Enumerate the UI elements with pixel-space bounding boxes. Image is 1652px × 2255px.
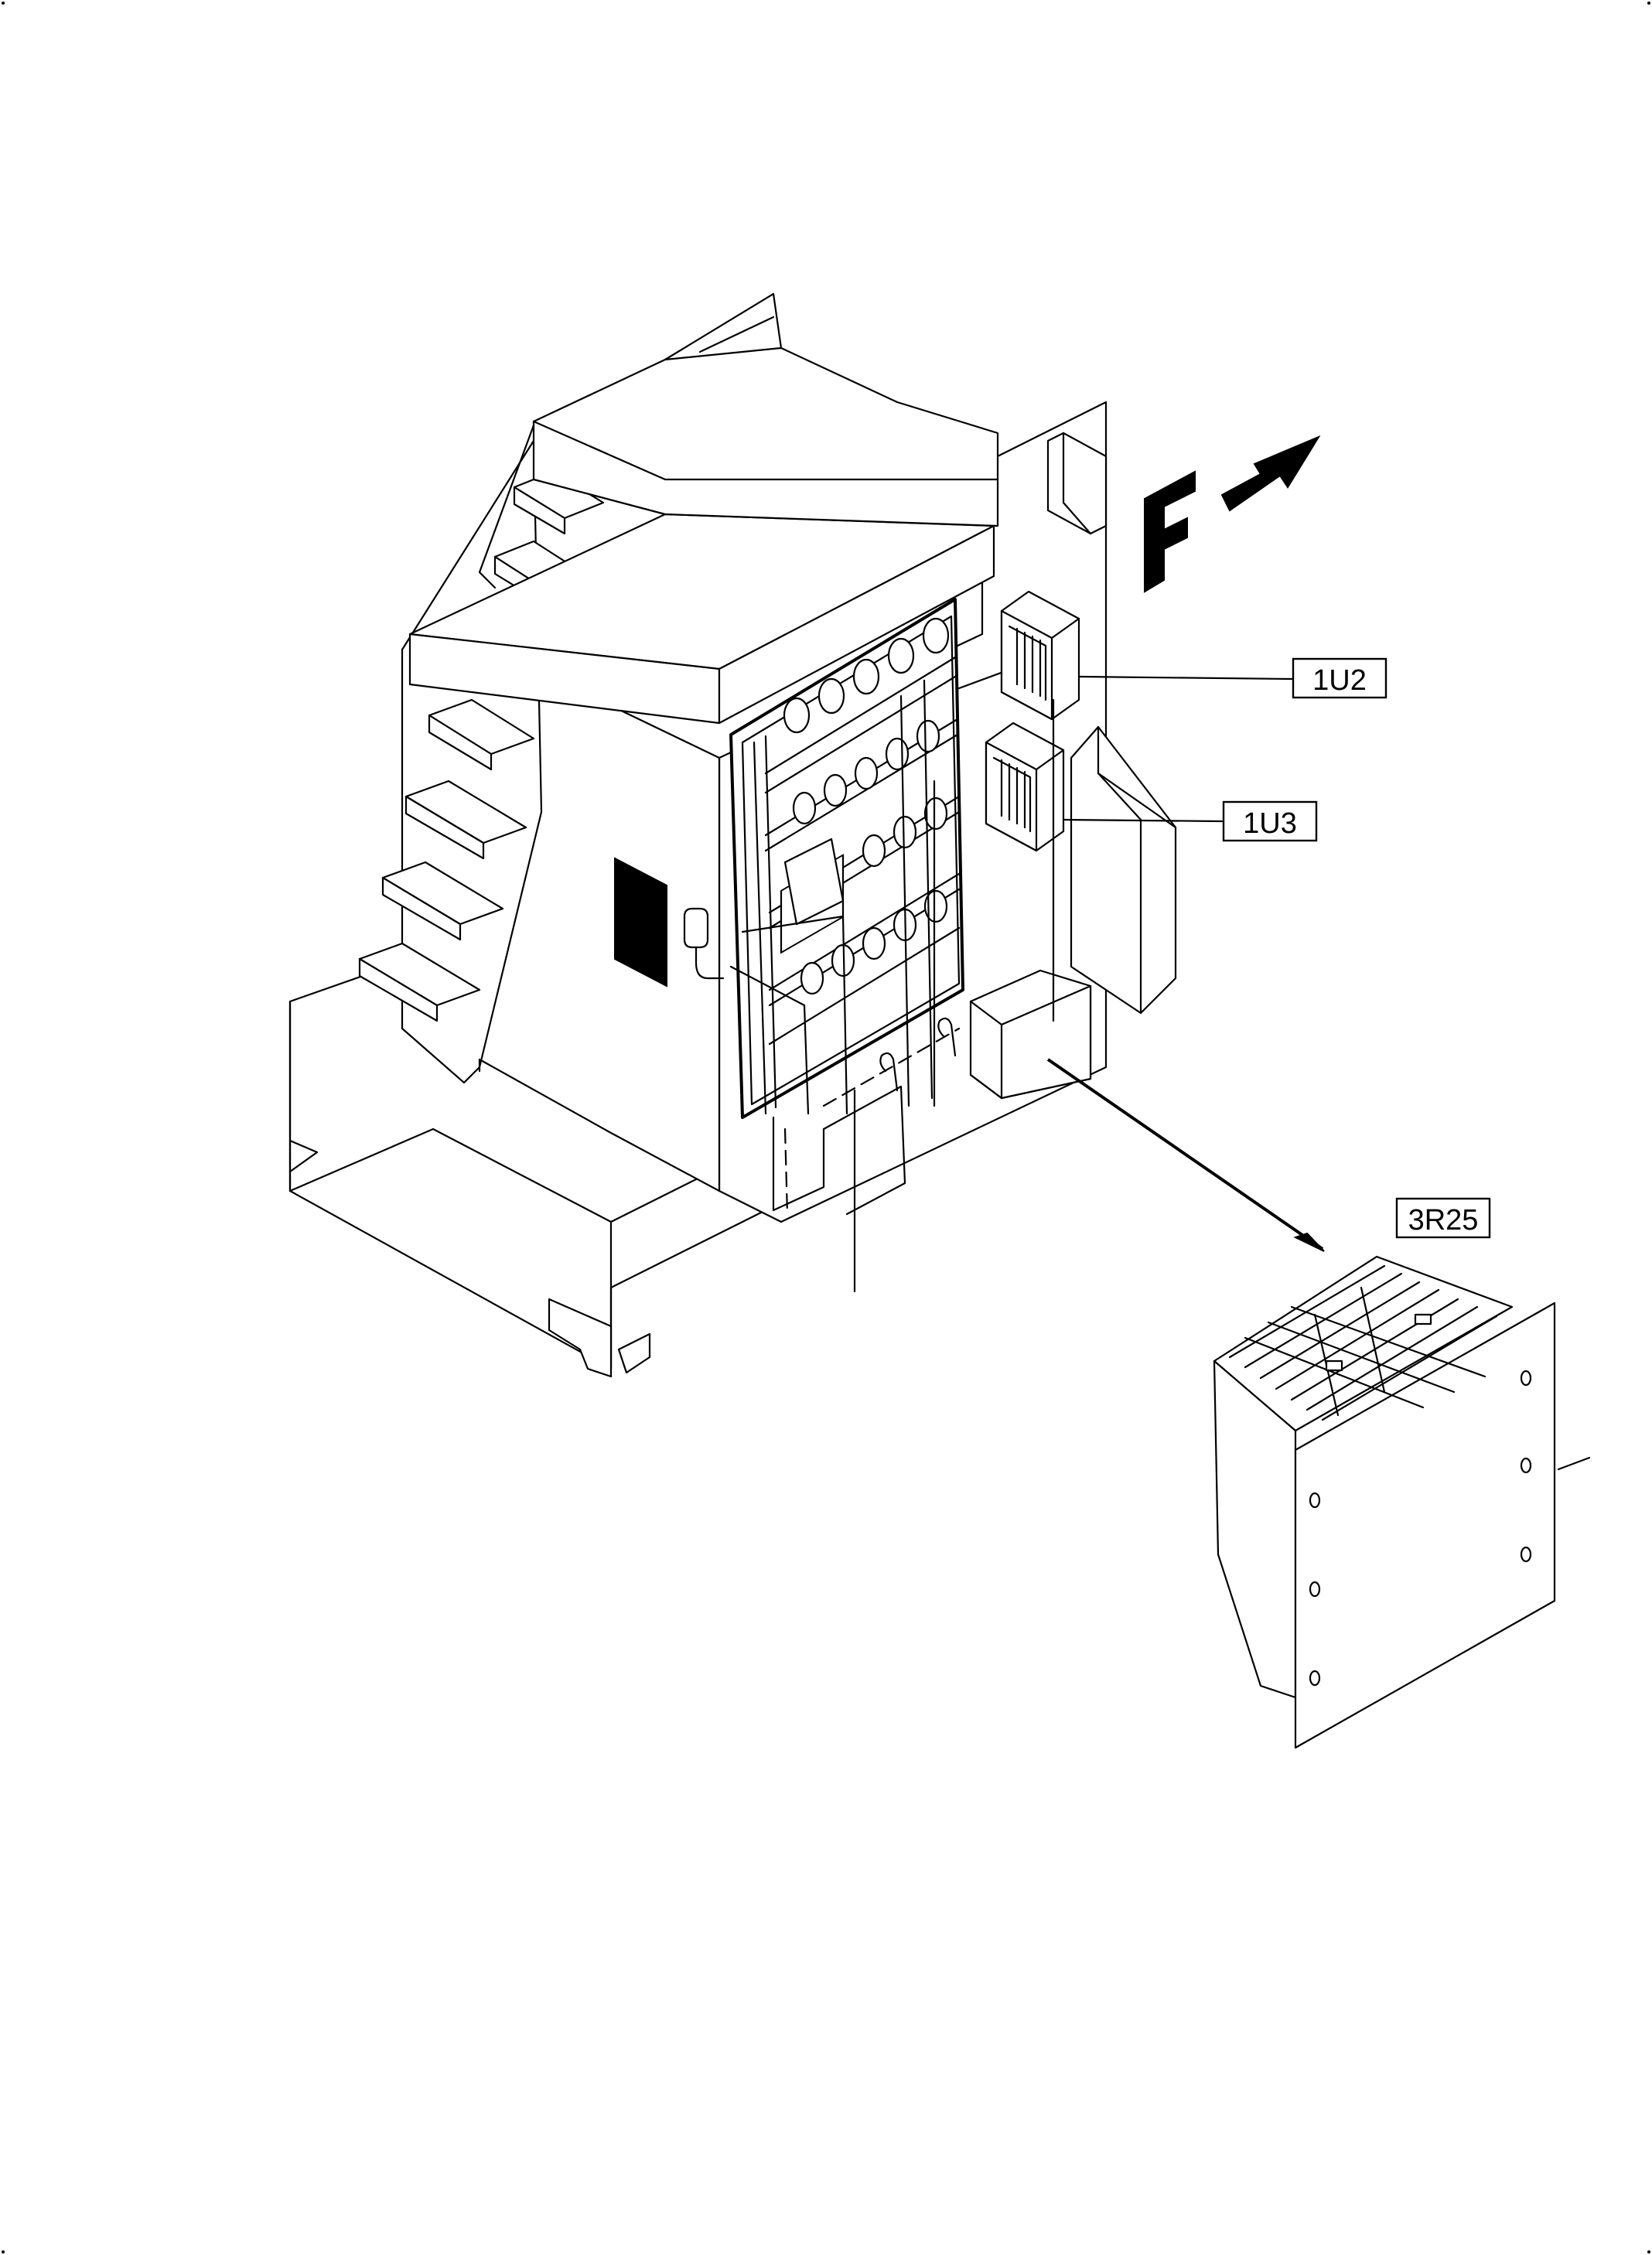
forward-direction-icon [1144, 435, 1321, 593]
module-1u3 [985, 722, 1065, 852]
resistor-grid [1228, 1264, 1498, 1421]
machine-body [288, 292, 1108, 1378]
module-1u2-fins [1008, 625, 1047, 701]
module-1u3-fins [992, 756, 1032, 833]
resistor-3r25-detail [1213, 1255, 1556, 1749]
svg-text:1U3: 1U3 [1243, 807, 1297, 840]
svg-text:3R25: 3R25 [1408, 1204, 1479, 1237]
label-1u2: 1U2 [1292, 657, 1387, 699]
resistor-3r25-mounted [969, 969, 1092, 1100]
leader-lines [933, 675, 1591, 1471]
side-vent-panel [614, 857, 667, 988]
side-handle [683, 907, 725, 980]
svg-text:1U2: 1U2 [1312, 664, 1367, 697]
mounting-holes [1309, 1370, 1532, 1687]
relay-row [783, 617, 950, 995]
label-3r25: 3R25 [1395, 1197, 1491, 1239]
side-enclosure [1070, 725, 1177, 1015]
module-1u2 [1000, 590, 1080, 721]
electrical-panel [729, 598, 1034, 1293]
label-1u3: 1U3 [1222, 800, 1318, 842]
stair-steps [358, 470, 605, 1022]
